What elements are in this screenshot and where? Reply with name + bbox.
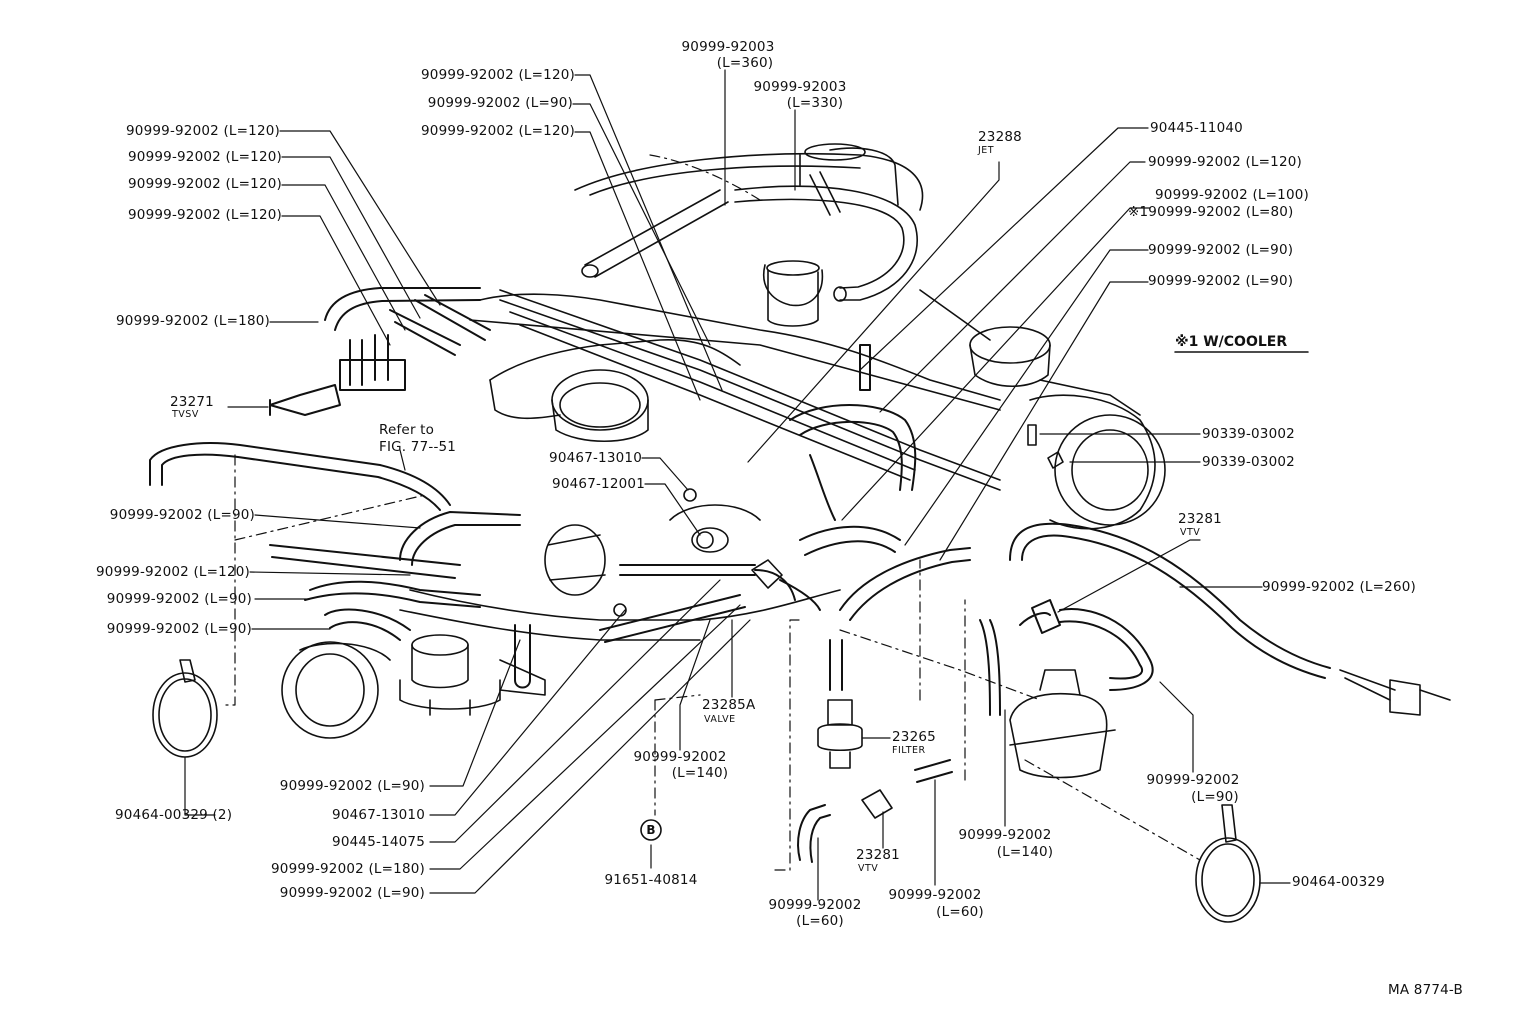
part-label-90999-92002-90-c: 90999-92002 (L=90) [1148,273,1294,289]
part-label-90467-13010-b: 90467-13010 [332,807,425,823]
leader-lines [184,69,1291,901]
part-label-23288: 23288 [978,129,1022,145]
part-label-23281-b: 23281 [856,847,900,863]
part-label-90999-92002-120-g: 90999-92002 (L=120) [1148,154,1302,170]
part-length-140-b: (L=140) [996,844,1054,860]
part-label-90999-92002-260: 90999-92002 (L=260) [1262,579,1416,595]
part-label-23271: 23271 [170,394,214,410]
part-label-90999-92002-120-e: 90999-92002 (L=120) [128,176,282,192]
part-label-90467-13010-a: 90467-13010 [549,450,642,466]
part-label-23265: 23265 [892,729,936,745]
part-label-90999-92003-330: 90999-92003 [753,79,847,95]
part-length-60-a: (L=60) [796,913,844,929]
callout-b-marker: B [646,823,656,837]
drawing-reference-number: MA 8774-B [1388,982,1463,998]
part-label-90999-92002-90-g: 90999-92002 (L=90) [279,778,425,794]
part-length-60-b: (L=60) [936,904,984,920]
part-label-90999-92002-180-b: 90999-92002 (L=180) [271,861,425,877]
part-label-90999-92002-120-a: 90999-92002 (L=120) [421,67,575,83]
part-label-90999-92002-120-b: 90999-92002 (L=120) [421,123,575,139]
w-cooler-note: ※1 W/COOLER [1175,334,1288,350]
vacuum-hoses [149,287,1331,863]
part-length-140-a: (L=140) [671,765,729,781]
part-name-tvsv: TVSV [172,409,199,420]
refer-to-label: Refer to [379,422,435,438]
part-label-90464-00329-x2: 90464-00329 (2) [115,807,233,823]
part-name-jet: JET [978,145,995,156]
part-label-90999-92002-60-b: 90999-92002 [888,887,982,903]
part-label-90999-92002-140-a: 90999-92002 [633,749,727,765]
part-label-90445-14075: 90445-14075 [332,834,425,850]
part-label-23285a: 23285A [702,697,756,713]
part-label-90999-92002-60-a: 90999-92002 [768,897,862,913]
part-label-90999-92002-120-f: 90999-92002 (L=120) [128,207,282,223]
part-label-90999-92002-180-a: 90999-92002 (L=180) [116,313,270,329]
part-label-90999-92002-90-d: 90999-92002 (L=90) [109,507,255,523]
part-name-vtv-b: VTV [858,863,879,874]
part-label-90339-03002-b: 90339-03002 [1202,454,1295,470]
part-label-90445-11040: 90445-11040 [1150,120,1243,136]
part-label-91651-40814: 91651-40814 [604,872,698,888]
part-label-90999-92002-120-h: 90999-92002 (L=120) [96,564,250,580]
fittings-and-valves [152,424,1261,923]
part-label-90999-92003-360: 90999-92003 [681,39,775,55]
part-label-90999-92002-90-b: 90999-92002 (L=90) [1148,242,1294,258]
part-label-90464-00329: 90464-00329 [1292,874,1385,890]
part-label-90999-92002-120-c: 90999-92002 (L=120) [126,123,280,139]
part-name-filter: FILTER [892,745,926,756]
part-name-vtv-a: VTV [1180,527,1201,538]
part-label-90999-92002-90-i: 90999-92002 [1146,772,1240,788]
part-label-90339-03002-a: 90339-03002 [1202,426,1295,442]
part-label-90999-92002-90-h: 90999-92002 (L=90) [279,885,425,901]
part-length-90-i: (L=90) [1191,789,1239,805]
part-label-90999-92002-140-b: 90999-92002 [958,827,1052,843]
refer-figure-label: FIG. 77--51 [379,439,457,455]
part-label-90999-92002-100: 90999-92002 (L=100) [1155,187,1309,203]
part-label-90999-92002-90-f: 90999-92002 (L=90) [106,621,252,637]
part-name-valve: VALVE [704,714,736,725]
engine-block-outline [281,143,1451,779]
part-length-330: (L=330) [786,95,844,111]
part-label-90999-92002-90-e: 90999-92002 (L=90) [106,591,252,607]
part-label-90999-92002-80-cooler: ※190999-92002 (L=80) [1128,204,1294,220]
part-label-90999-92002-120-d: 90999-92002 (L=120) [128,149,282,165]
part-label-90999-92002-90-a: 90999-92002 (L=90) [427,95,573,111]
part-length-360: (L=360) [716,55,774,71]
part-label-23281-a: 23281 [1178,511,1222,527]
part-label-90467-12001: 90467-12001 [552,476,645,492]
phantom-lines [224,154,1201,871]
